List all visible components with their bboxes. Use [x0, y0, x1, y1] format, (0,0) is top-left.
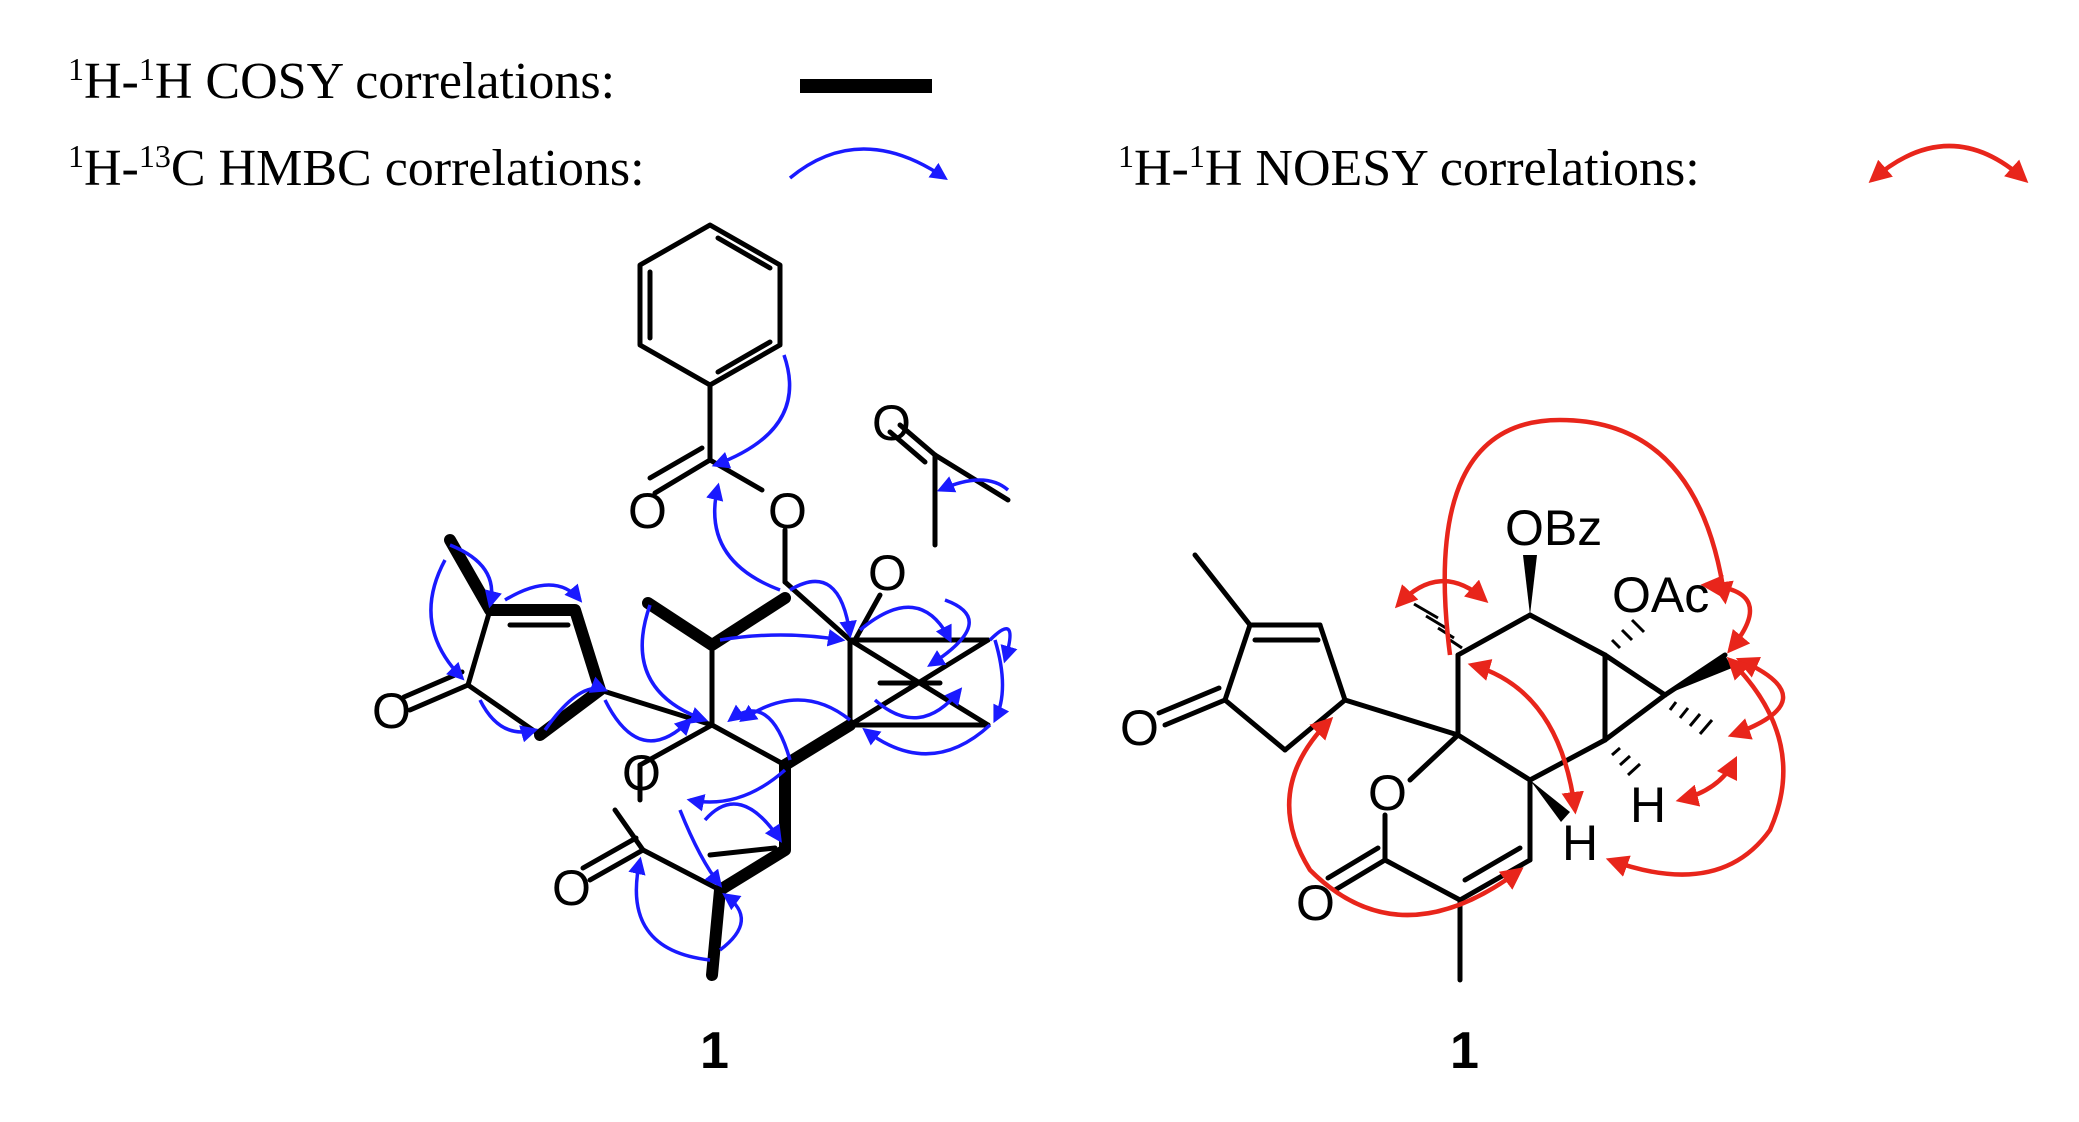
noesy-sup2: 1: [1189, 138, 1205, 174]
right-wedge-obz: [1523, 555, 1537, 615]
hmbc-arrow-23: [862, 723, 992, 756]
noesy-arrow-3: [1700, 574, 1753, 654]
left-ketone-o: O: [372, 683, 411, 739]
left-lactone-ring-o: O: [622, 745, 661, 801]
hmbc-arrow-22: [993, 639, 1010, 724]
svg-text:1H-13C HMBC correlations:: 1H-13C HMBC correlations:: [68, 138, 645, 197]
left-structure: O O O O: [372, 222, 1018, 1080]
noesy-arrow-6: [1605, 656, 1786, 877]
left-lactone-carbonyl-o: O: [552, 860, 591, 916]
noesy-arrow-4: [1727, 657, 1786, 740]
left-acetate-link-o: O: [868, 545, 907, 601]
cosy-sup1: 1: [68, 51, 84, 87]
cosy-sup2: 1: [139, 51, 155, 87]
hmbc-arrow-18: [628, 856, 711, 962]
noesy-arrow-5: [1675, 755, 1738, 807]
hmbc-label: C HMBC correlations:: [171, 140, 645, 197]
noesy-arrow-1: [1442, 417, 1734, 656]
cosy-h1: H-: [84, 53, 139, 110]
hmbc-arrow-10: [603, 699, 693, 743]
right-obz-label: OBz: [1505, 500, 1602, 556]
noesy-arrow-8: [1286, 716, 1524, 918]
noesy-arrow-7: [1467, 659, 1584, 815]
hmbc-arrow-7: [478, 699, 539, 743]
left-benzoate-link-o: O: [768, 483, 807, 539]
hmbc-arrow-24: [927, 598, 971, 667]
left-benzene-ring: [637, 222, 783, 388]
cosy-label: H COSY correlations:: [155, 53, 615, 110]
right-noesy-arrows: [1286, 417, 1786, 918]
hmbc-sup2: 13: [139, 138, 171, 174]
hmbc-arrow-14: [727, 704, 792, 761]
noesy-legend-arrow: [1868, 143, 2029, 184]
right-h-cyclopropane: H: [1630, 777, 1666, 833]
right-ketone-o: O: [1120, 700, 1159, 756]
hmbc-arrow-1: [711, 354, 792, 469]
left-benzoate-carbonyl-o: O: [628, 483, 667, 539]
hmbc-arrow-12: [719, 629, 846, 647]
svg-text:1H-1H NOESY correlations:: 1H-1H NOESY correlations:: [1118, 138, 1700, 197]
hmbc-arrow-17: [678, 809, 723, 888]
left-benzoate: [647, 382, 788, 585]
hmbc-arrow-20: [858, 605, 952, 644]
legend-noesy: 1H-1H NOESY correlations:: [1118, 138, 2029, 197]
left-acetate-carbonyl-o: O: [872, 395, 911, 451]
noesy-sup1: 1: [1118, 138, 1134, 174]
hmbc-arrow-9: [640, 604, 709, 724]
hmbc-arrow-2: [706, 482, 781, 592]
right-lactone-ring-o: O: [1368, 765, 1407, 821]
noesy-h1: H-: [1134, 140, 1189, 197]
right-lactone-carbonyl-o: O: [1296, 875, 1335, 931]
hmbc-arrow-5: [429, 559, 465, 681]
hmbc-arrow-6: [504, 583, 583, 603]
hmbc-arrow-19: [718, 892, 744, 952]
hmbc-arrow-21: [988, 627, 1018, 664]
hmbc-arrow-11: [789, 579, 857, 639]
right-compound-label: 1: [1450, 1022, 1479, 1080]
noesy-label: H NOESY correlations:: [1205, 140, 1700, 197]
hmbc-legend-arrow: [788, 147, 948, 180]
left-hmbc-arrows: [429, 354, 1018, 962]
svg-text:1H-1H COSY correlations:: 1H-1H COSY correlations:: [68, 51, 615, 110]
right-oac-label: OAc: [1612, 567, 1709, 623]
noesy-arrow-2: [1394, 578, 1489, 609]
legend-cosy: 1H-1H COSY correlations:: [68, 51, 932, 110]
right-h-ring: H: [1562, 815, 1598, 871]
left-cyclopentenone: [401, 607, 571, 738]
legend-hmbc: 1H-13C HMBC correlations:: [68, 138, 948, 197]
left-cosy-bonds: [444, 534, 856, 981]
right-structure: O: [1120, 417, 1786, 1080]
left-compound-label: 1: [700, 1022, 729, 1080]
hmbc-arrow-4: [449, 543, 502, 609]
hmbc-arrow-16: [703, 802, 782, 843]
left-acetate: [852, 422, 1011, 643]
hmbc-h1: H-: [84, 140, 139, 197]
right-cyclopentenone: [1156, 552, 1348, 753]
hmbc-sup1: 1: [68, 138, 84, 174]
hmbc-arrow-25: [873, 687, 963, 720]
right-wedge-methyl: [1665, 655, 1732, 695]
hmbc-arrow-15: [686, 768, 787, 812]
hmbc-arrow-3: [936, 476, 1010, 493]
hmbc-arrow-8: [543, 676, 609, 732]
